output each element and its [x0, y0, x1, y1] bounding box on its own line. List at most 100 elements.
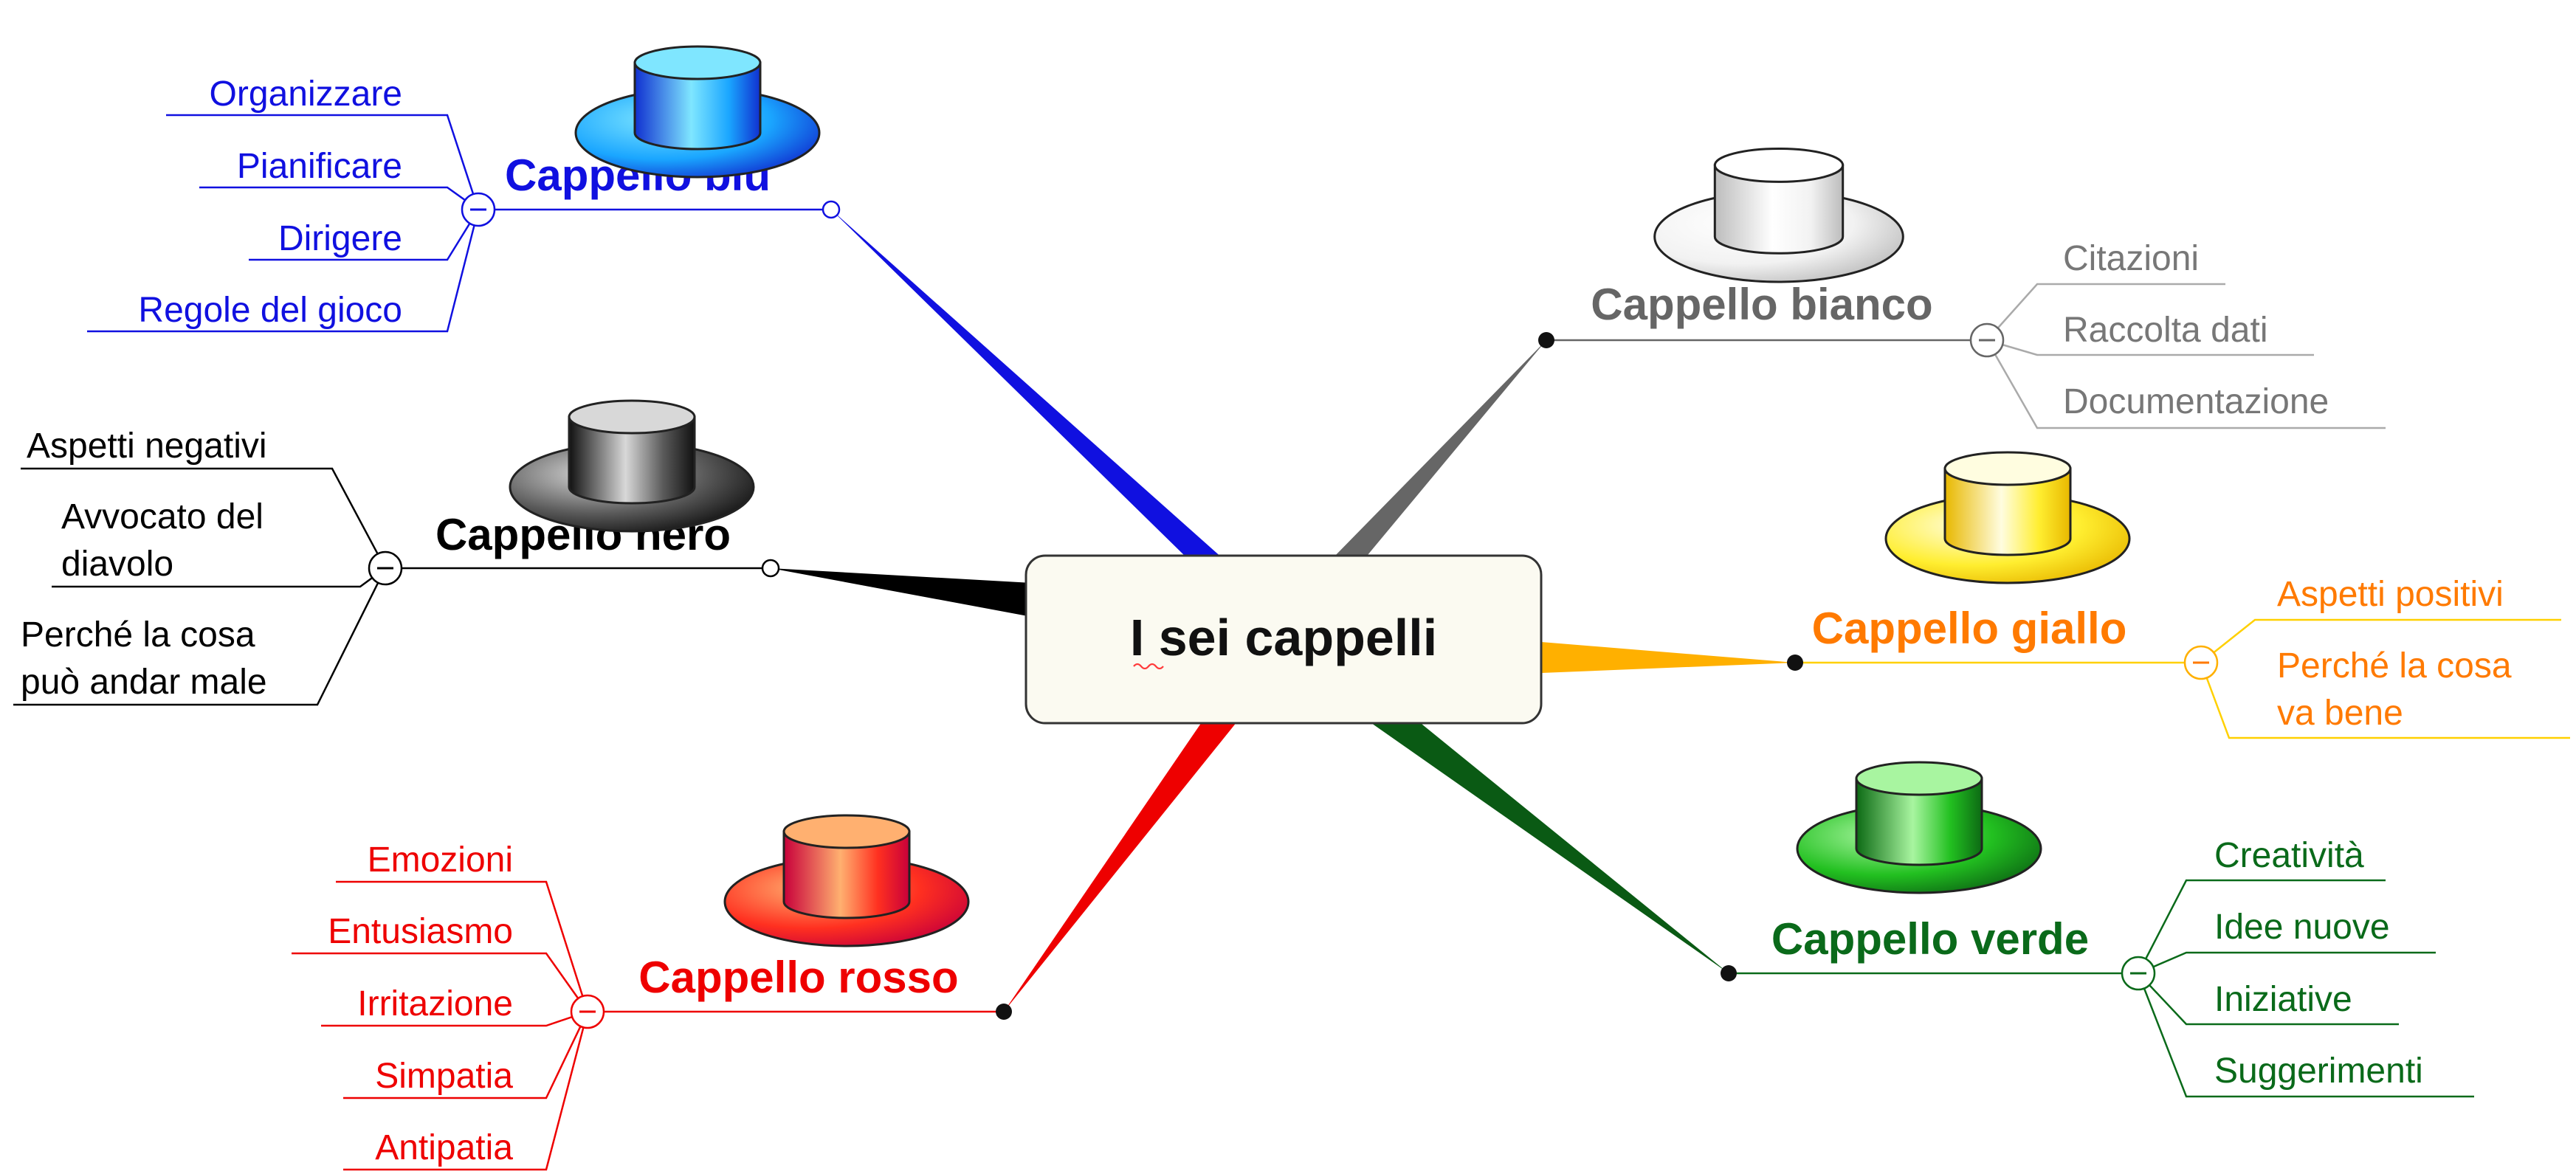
topic-label[interactable]: Raccolta dati — [2063, 311, 2267, 350]
topic-label-line: può andar male — [21, 663, 267, 702]
hat-crown — [1713, 164, 1845, 255]
hat-top — [1943, 451, 2072, 486]
branch-end-dot — [1787, 655, 1803, 671]
topic-line — [1986, 339, 2314, 356]
subtopics-nero: Aspetti negativi Avvocato del diavolo Per… — [13, 427, 387, 706]
topic-label[interactable]: Perché la cosa può andar male — [21, 615, 267, 702]
branch-end-dot — [1538, 332, 1554, 348]
topic-label[interactable]: Citazioni — [2063, 239, 2199, 278]
branch-end-dot — [761, 559, 780, 578]
topic-line — [2200, 662, 2570, 739]
topic-label[interactable]: Pianificare — [237, 147, 402, 186]
topic-label[interactable]: Aspetti positivi — [2277, 575, 2504, 614]
subtopics-bianco: Citazioni Raccolta dati Documentazione — [1986, 239, 2386, 429]
topic-line — [336, 880, 589, 1012]
topic-line — [2137, 879, 2386, 974]
hat-verde-icon — [1796, 761, 2042, 894]
topic-line — [21, 467, 387, 569]
branch-verde[interactable]: Cappello verde Creatività Idee nuove Ini… — [1721, 761, 2474, 1098]
topic-label[interactable]: Documentazione — [2063, 382, 2329, 421]
branch-nero[interactable]: Cappello nero Aspetti negativi Avvocato … — [13, 399, 780, 706]
connector-bianco — [1332, 340, 1546, 559]
collapse-button[interactable] — [2183, 645, 2219, 680]
branch-end-dot — [1721, 965, 1737, 981]
topic-line — [2200, 618, 2561, 663]
topic-line — [166, 114, 480, 210]
connector-nero — [771, 568, 1032, 617]
topic-line — [2137, 973, 2474, 1098]
collapse-button[interactable] — [368, 550, 403, 586]
topic-label[interactable]: Suggerimenti — [2214, 1052, 2423, 1091]
collapse-button[interactable] — [2121, 956, 2156, 991]
subtopics-blu: Organizzare Pianificare Dirigere Regole … — [87, 75, 480, 333]
topic-line — [343, 1011, 589, 1171]
connector-giallo — [1541, 642, 1795, 673]
topic-label-line: Perché la cosa — [21, 615, 255, 655]
topic-label-line: va bene — [2277, 694, 2403, 733]
topic-label[interactable]: Regole del gioco — [138, 291, 402, 330]
hat-top — [568, 399, 696, 435]
topic-label[interactable]: Irritazione — [357, 984, 513, 1023]
subtopics-verde: Creatività Idee nuove Iniziative Suggeri… — [2137, 836, 2474, 1098]
hat-crown — [568, 415, 696, 505]
topic-line — [1986, 339, 2386, 429]
hat-bianco-icon — [1653, 147, 1904, 283]
topic-line — [87, 209, 480, 333]
hat-crown — [1855, 777, 1983, 866]
branch-end-dot — [822, 200, 841, 219]
topic-label-line: Avvocato del — [61, 497, 264, 536]
topic-label[interactable]: Emozioni — [368, 840, 513, 880]
branch-blu[interactable]: Cappello blu Organizzare Pianificare Dir… — [87, 45, 841, 333]
topic-label-line: diavolo — [61, 545, 173, 584]
topic-line — [2138, 973, 2399, 1026]
collapse-button[interactable] — [461, 192, 496, 227]
hat-top — [633, 45, 762, 80]
hat-giallo-icon — [1884, 451, 2131, 584]
branch-title-rosso: Cappello rosso — [638, 953, 958, 1002]
topic-line — [199, 186, 479, 211]
branch-bianco[interactable]: Cappello bianco Citazioni Raccolta dati … — [1538, 147, 2386, 429]
branch-end-dot — [996, 1004, 1012, 1020]
topic-label[interactable]: Organizzare — [210, 75, 402, 114]
hat-top — [1713, 147, 1845, 183]
branch-giallo[interactable]: Cappello giallo Aspetti positivi Perché … — [1787, 451, 2570, 739]
topic-label[interactable]: Perché la cosa va bene — [2277, 646, 2512, 733]
connector-rosso — [1004, 718, 1240, 1012]
topic-label[interactable]: Dirigere — [278, 219, 402, 258]
collapse-button[interactable] — [1969, 322, 2005, 358]
central-title: I sei cappelli — [1130, 609, 1437, 666]
spell-underline — [1133, 663, 1164, 670]
topic-label[interactable]: Simpatia — [375, 1057, 513, 1096]
hat-crown — [782, 830, 911, 919]
branch-title-bianco: Cappello bianco — [1591, 280, 1932, 329]
hat-crown — [633, 61, 762, 151]
topic-line — [292, 952, 589, 1012]
topic-label[interactable]: Antipatia — [375, 1128, 513, 1167]
branch-title-verde: Cappello verde — [1771, 914, 2089, 964]
main-connectors — [771, 210, 1795, 1012]
topic-label[interactable]: Iniziative — [2214, 980, 2352, 1019]
topic-label[interactable]: Creatività — [2214, 836, 2364, 875]
topic-label[interactable]: Aspetti negativi — [27, 427, 267, 466]
hat-crown — [1943, 467, 2072, 556]
topic-line — [13, 567, 387, 706]
subtopics-rosso: Emozioni Entusiasmo Irritazione Simpatia… — [292, 840, 589, 1171]
branch-title-giallo: Cappello giallo — [1812, 604, 2127, 653]
subtopics-giallo: Aspetti positivi Perché la cosa va bene — [2200, 575, 2570, 739]
topic-line — [2138, 951, 2436, 975]
topic-label[interactable]: Entusiasmo — [328, 912, 513, 951]
collapse-button[interactable] — [570, 994, 605, 1029]
central-node[interactable]: I sei cappelli — [1024, 554, 1543, 725]
hat-top — [782, 814, 911, 849]
hat-rosso-icon — [723, 814, 970, 947]
topic-line — [1986, 283, 2225, 341]
branch-rosso[interactable]: Cappello rosso Emozioni Entusiasmo Irrit… — [292, 814, 1012, 1171]
hat-top — [1855, 761, 1983, 796]
connector-verde — [1371, 708, 1729, 973]
central-node-box — [1024, 554, 1543, 725]
topic-label[interactable]: Idee nuove — [2214, 908, 2390, 947]
topic-label[interactable]: Avvocato del diavolo — [61, 497, 264, 584]
topic-label-line: Perché la cosa — [2277, 646, 2512, 686]
